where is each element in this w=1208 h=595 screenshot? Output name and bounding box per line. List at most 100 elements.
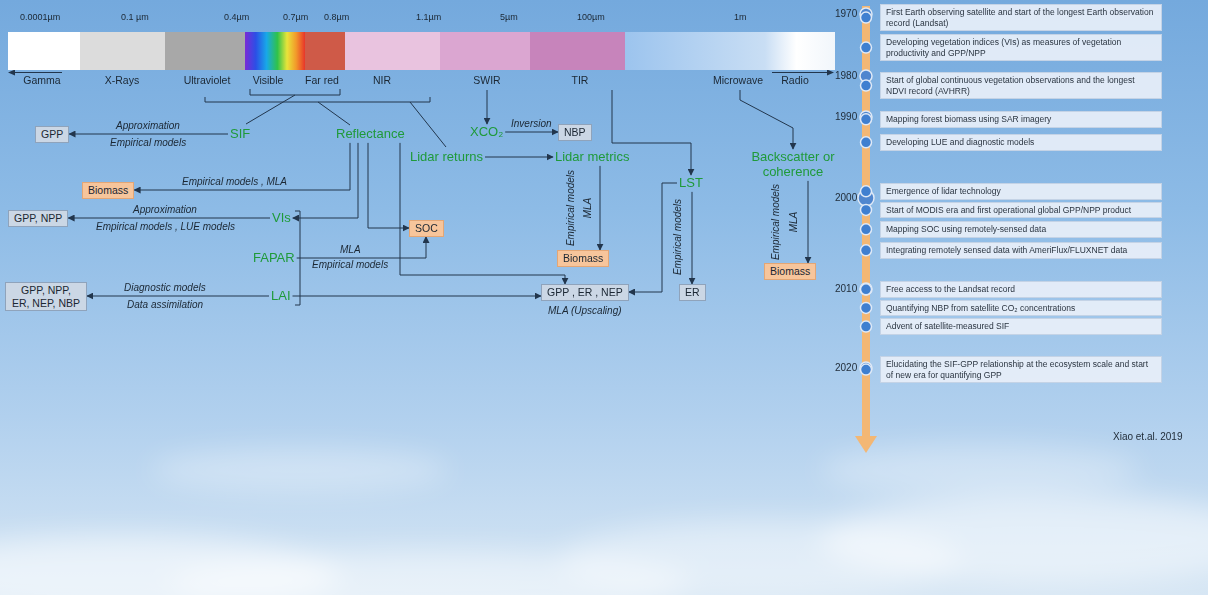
event-text: First Earth observing satellite and star… bbox=[886, 7, 1156, 28]
output-box: GPP bbox=[35, 126, 69, 143]
model-label: Empirical models , LUE models bbox=[96, 221, 235, 233]
timeline-dot bbox=[861, 114, 872, 125]
variable-text: VIs bbox=[270, 210, 293, 227]
event-text: Integrating remotely sensed data with Am… bbox=[886, 245, 1156, 256]
variable-text: XCO₂ bbox=[468, 124, 505, 141]
timeline-event: Start of global continuous vegetation ob… bbox=[880, 72, 1162, 99]
output-box: GPP, NPP bbox=[8, 210, 68, 227]
edge-label: Diagnostic models bbox=[124, 282, 206, 294]
wavelength-label: 0.4µm bbox=[224, 11, 249, 23]
node-text: GPP, NPP, ER, NEP, NBP bbox=[11, 284, 81, 309]
timeline-dot bbox=[861, 186, 872, 197]
node-text: Radio bbox=[781, 74, 808, 87]
edge-label: Approximation bbox=[133, 204, 197, 216]
connector bbox=[134, 143, 350, 190]
node-text: LST bbox=[679, 176, 703, 191]
node-text: Microwave bbox=[713, 74, 763, 87]
edge-label: Empirical models bbox=[565, 170, 577, 246]
model-label: MLA (Upscaling) bbox=[548, 305, 622, 317]
spectrum-segment bbox=[8, 32, 80, 70]
node-text: X-Rays bbox=[105, 74, 139, 87]
brackets bbox=[14, 73, 828, 306]
variable-text: Backscatter or coherence bbox=[749, 149, 837, 181]
node-text: SIF bbox=[230, 127, 250, 142]
event-text: Mapping SOC using remotely-sensed data bbox=[886, 224, 1156, 235]
connector bbox=[293, 296, 542, 297]
timeline-event: Developing vegetation indices (VIs) as m… bbox=[880, 34, 1162, 61]
edge-label: Empirical models bbox=[672, 199, 684, 275]
connector bbox=[400, 143, 565, 284]
node-text: Ultraviolet bbox=[184, 74, 231, 87]
year-dots bbox=[858, 8, 874, 374]
node-text: Lidar metrics bbox=[555, 150, 629, 165]
output-box: ER bbox=[679, 284, 706, 301]
spectrum-segment bbox=[440, 32, 530, 70]
timeline-dot bbox=[861, 12, 872, 23]
wavelength-label: 0.8µm bbox=[324, 11, 349, 23]
spectrum-arrow bbox=[8, 70, 15, 76]
node-text: NBP bbox=[564, 126, 586, 139]
event-text: Developing vegetation indices (VIs) as m… bbox=[886, 37, 1156, 58]
spectrum-segment bbox=[245, 32, 305, 70]
variable-text: LAI bbox=[269, 288, 293, 305]
variable-text: Lidar metrics bbox=[553, 149, 631, 166]
variable-text: SIF bbox=[228, 126, 252, 143]
spectrum-segment bbox=[345, 32, 440, 70]
edge-label: Inversion bbox=[511, 118, 552, 130]
model-label: MLA bbox=[582, 198, 594, 219]
spectrum-segment bbox=[305, 32, 345, 70]
node-text: Gamma bbox=[23, 74, 60, 87]
timeline-event: Start of MODIS era and first operational… bbox=[880, 202, 1162, 219]
model-label: Empirical models bbox=[110, 137, 186, 149]
node-text: GPP bbox=[41, 128, 63, 141]
node-text: Backscatter or coherence bbox=[751, 150, 835, 180]
spectrum-band: Microwave bbox=[625, 32, 765, 90]
citation: Xiao et.al. 2019 bbox=[1113, 431, 1183, 443]
year-label: 1980 bbox=[835, 70, 857, 82]
timeline-dot bbox=[861, 204, 872, 215]
variable-text: Reflectance bbox=[334, 126, 407, 143]
timeline-event: Elucidating the SIF-GPP relationship at … bbox=[880, 356, 1162, 383]
event-text: Mapping forest biomass using SAR imagery bbox=[886, 114, 1156, 125]
timeline-event: Free access to the Landsat record bbox=[880, 281, 1162, 298]
output-box: GPP , ER , NEP bbox=[541, 284, 629, 301]
spectrum-band: TIR bbox=[530, 32, 625, 90]
connector bbox=[808, 181, 809, 263]
connector bbox=[600, 166, 601, 250]
spectrum-band: Far red bbox=[305, 32, 345, 90]
output-box: NBP bbox=[558, 124, 592, 141]
biomass-box: Biomass bbox=[557, 250, 609, 267]
model-label: MLA bbox=[788, 212, 800, 233]
biomass-box: SOC bbox=[409, 220, 444, 237]
year-label: 1970 bbox=[835, 8, 857, 20]
timeline-event: Developing LUE and diagnostic models bbox=[880, 134, 1162, 151]
wavelength-label: 1.1µm bbox=[416, 11, 441, 23]
wavelength-label: 0.7µm bbox=[283, 11, 308, 23]
timeline-event: Advent of satellite-measured SIF bbox=[880, 318, 1162, 335]
wavelength-label: 0.1 µm bbox=[121, 11, 149, 23]
spectrum-segment bbox=[765, 32, 835, 70]
node-text: ER bbox=[685, 286, 700, 299]
event-text: Advent of satellite-measured SIF bbox=[886, 321, 1156, 332]
spectrum-segment bbox=[530, 32, 625, 70]
timeline-dot bbox=[861, 284, 872, 295]
biomass-box: Biomass bbox=[82, 182, 134, 199]
timeline-dot bbox=[861, 302, 872, 313]
connector bbox=[69, 134, 228, 135]
year-label: 1990 bbox=[835, 111, 857, 123]
timeline-dot bbox=[861, 321, 872, 332]
timeline-event: Integrating remotely sensed data with Am… bbox=[880, 242, 1162, 259]
event-text: Developing LUE and diagnostic models bbox=[886, 137, 1156, 148]
node-text: Lidar returns bbox=[410, 150, 483, 165]
variable-text: Lidar returns bbox=[408, 149, 485, 166]
connector bbox=[368, 143, 409, 228]
node-text: Biomass bbox=[770, 265, 810, 278]
node-text: Far red bbox=[305, 74, 339, 87]
edge-label: Empirical models , MLA bbox=[182, 176, 287, 188]
event-text: Start of global continuous vegetation ob… bbox=[886, 75, 1156, 96]
edge-label: MLA bbox=[340, 244, 361, 256]
node-text: XCO₂ bbox=[470, 125, 503, 140]
node-text: VIs bbox=[272, 211, 291, 226]
